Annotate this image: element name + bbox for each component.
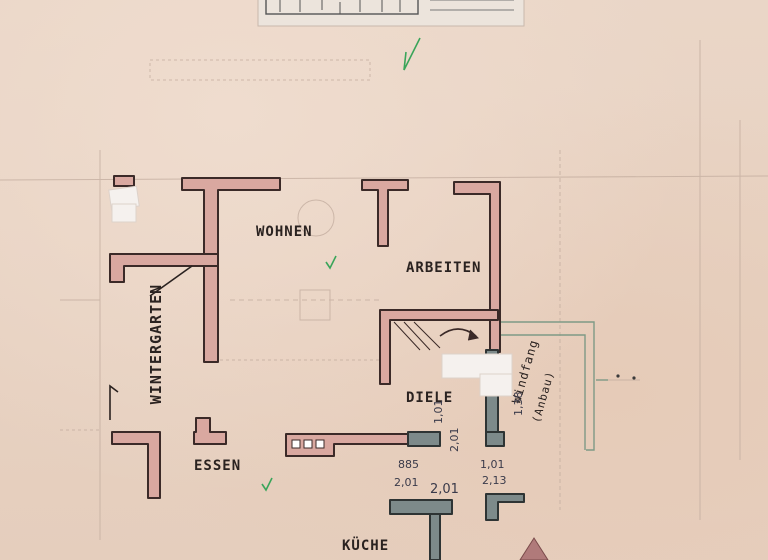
room-label-diele: DIELE bbox=[406, 390, 454, 406]
new-walls bbox=[389, 349, 525, 560]
dimension-label: 1,38 bbox=[512, 391, 525, 417]
check-marks bbox=[261, 37, 421, 492]
wall-wohnen-west bbox=[181, 177, 281, 363]
dimension-label: 1,01 bbox=[480, 458, 505, 471]
wall-details bbox=[291, 439, 325, 449]
pencil-lines bbox=[0, 40, 768, 540]
dimension-label: 2,01 bbox=[430, 482, 459, 497]
room-label-arbeiten: ARBEITEN bbox=[406, 260, 482, 276]
stair-hatch bbox=[393, 321, 480, 351]
dimension-label: 1,01 bbox=[432, 399, 445, 425]
room-label-essen: ESSEN bbox=[194, 458, 242, 474]
wall-wintergarten-north bbox=[109, 253, 219, 283]
right-marks bbox=[616, 374, 636, 380]
new-wall-kueche-ne bbox=[485, 493, 525, 521]
dimension-label: 2,13 bbox=[482, 474, 507, 487]
new-wall-kueche-stub bbox=[429, 513, 441, 560]
room-label-wintergarten: WINTERGARTEN bbox=[147, 283, 165, 405]
wintergarten-arrow bbox=[109, 265, 193, 420]
tape-patches bbox=[108, 185, 513, 397]
dimension-label: 2,01 bbox=[394, 476, 419, 489]
wall-essen-pier bbox=[193, 417, 227, 445]
pasted-strip bbox=[257, 0, 525, 27]
existing-walls bbox=[109, 175, 501, 499]
wall-wintergarten-south bbox=[111, 431, 161, 499]
room-label-wohnen: WOHNEN bbox=[256, 224, 313, 240]
new-wall-kueche-north bbox=[389, 499, 453, 515]
wall-arbeiten-south bbox=[379, 309, 499, 385]
dimension-label: 2,01 bbox=[448, 427, 461, 453]
wall-arbeiten-nw bbox=[361, 179, 409, 247]
corner-marker bbox=[519, 537, 549, 560]
new-wall-diele-pier bbox=[407, 431, 441, 447]
new-wall-entry-pier bbox=[485, 431, 505, 447]
dimension-label: 885 bbox=[398, 458, 419, 471]
annex-outline bbox=[500, 321, 608, 451]
room-label-kueche: KÜCHE bbox=[342, 538, 390, 554]
wall-stub-nw bbox=[113, 175, 135, 187]
